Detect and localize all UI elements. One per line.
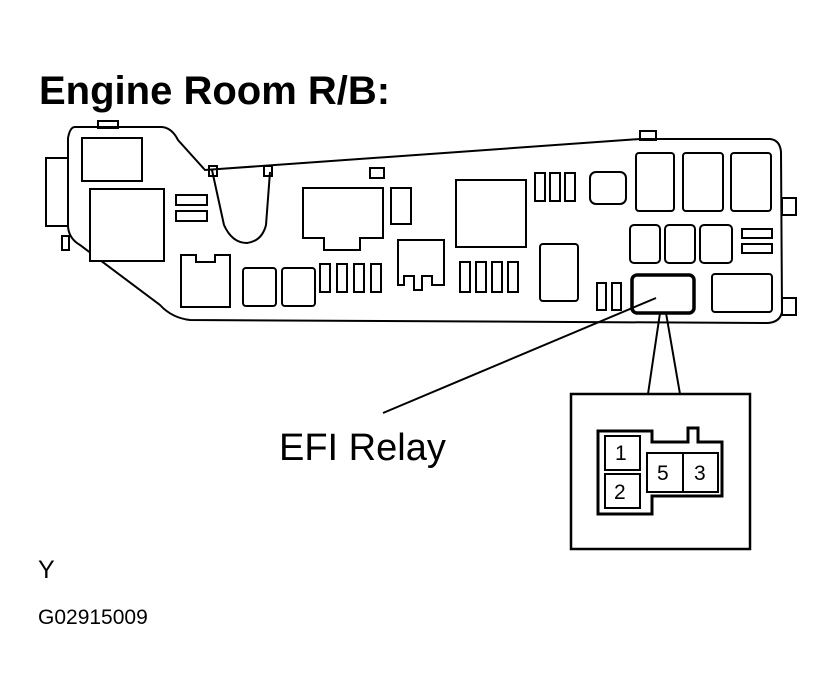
fuse-slot	[353, 263, 365, 293]
relay-block-outline	[45, 120, 797, 325]
relay-socket	[455, 179, 527, 248]
pin-cell-3	[682, 452, 719, 493]
relay-block-components	[81, 137, 773, 315]
fuse-slot	[741, 228, 773, 239]
relay-socket	[89, 188, 165, 262]
connector-housing	[596, 426, 724, 516]
efi-relay-label: EFI Relay	[279, 427, 446, 469]
fuse-slot	[534, 172, 546, 202]
pin-label-3: 3	[694, 462, 706, 485]
relay-socket	[81, 137, 143, 182]
fuse-socket	[664, 224, 696, 264]
pin-cell-2	[604, 473, 641, 509]
figure-code: G02915009	[38, 606, 148, 629]
fuse-socket	[589, 171, 627, 205]
fuse-slot	[549, 172, 561, 202]
fuse-slot	[319, 263, 331, 293]
relay-socket	[711, 273, 773, 313]
relay-socket	[302, 187, 384, 251]
fuse-slot	[336, 263, 348, 293]
fuse-slot	[370, 263, 382, 293]
fuse-slot	[596, 282, 607, 311]
fuse-slot	[175, 210, 208, 222]
pin-label-2: 2	[614, 481, 626, 504]
fuse-slot	[459, 261, 471, 293]
fuse-socket	[629, 224, 661, 264]
relay-socket	[635, 152, 675, 212]
leader-line	[382, 297, 657, 414]
fuse-slot	[741, 243, 773, 254]
corner-mark: Y	[38, 556, 55, 584]
pin-label-1: 1	[615, 442, 627, 465]
fuse-slot	[611, 282, 622, 311]
fuse-slot	[491, 261, 503, 293]
fuse-socket	[242, 267, 277, 307]
fuse-slot	[175, 194, 208, 206]
relay-socket	[682, 152, 724, 212]
fuse-slot	[507, 261, 519, 293]
fuse-socket	[699, 224, 733, 264]
connector-tab	[369, 167, 385, 179]
zoom-line	[665, 312, 681, 395]
relay-block-left-notch	[208, 165, 273, 245]
efi-relay-socket	[630, 273, 696, 315]
fuse-slot	[390, 187, 412, 225]
relay-socket	[180, 254, 231, 308]
efi-relay-callout: EFI Relay	[279, 297, 657, 469]
fuse-socket	[539, 243, 579, 302]
connector-detail: 1 2 5 3	[569, 312, 752, 551]
pin-cell-1	[604, 435, 641, 471]
fuse-slot	[564, 172, 576, 202]
connector-socket	[397, 239, 445, 291]
pin-cell-5	[646, 452, 684, 493]
fuse-socket	[281, 267, 316, 307]
fuse-slot	[475, 261, 487, 293]
zoom-line	[647, 312, 661, 395]
relay-socket	[730, 152, 772, 212]
diagram-title: Engine Room R/B:	[39, 69, 390, 113]
pin-label-5: 5	[657, 462, 669, 485]
